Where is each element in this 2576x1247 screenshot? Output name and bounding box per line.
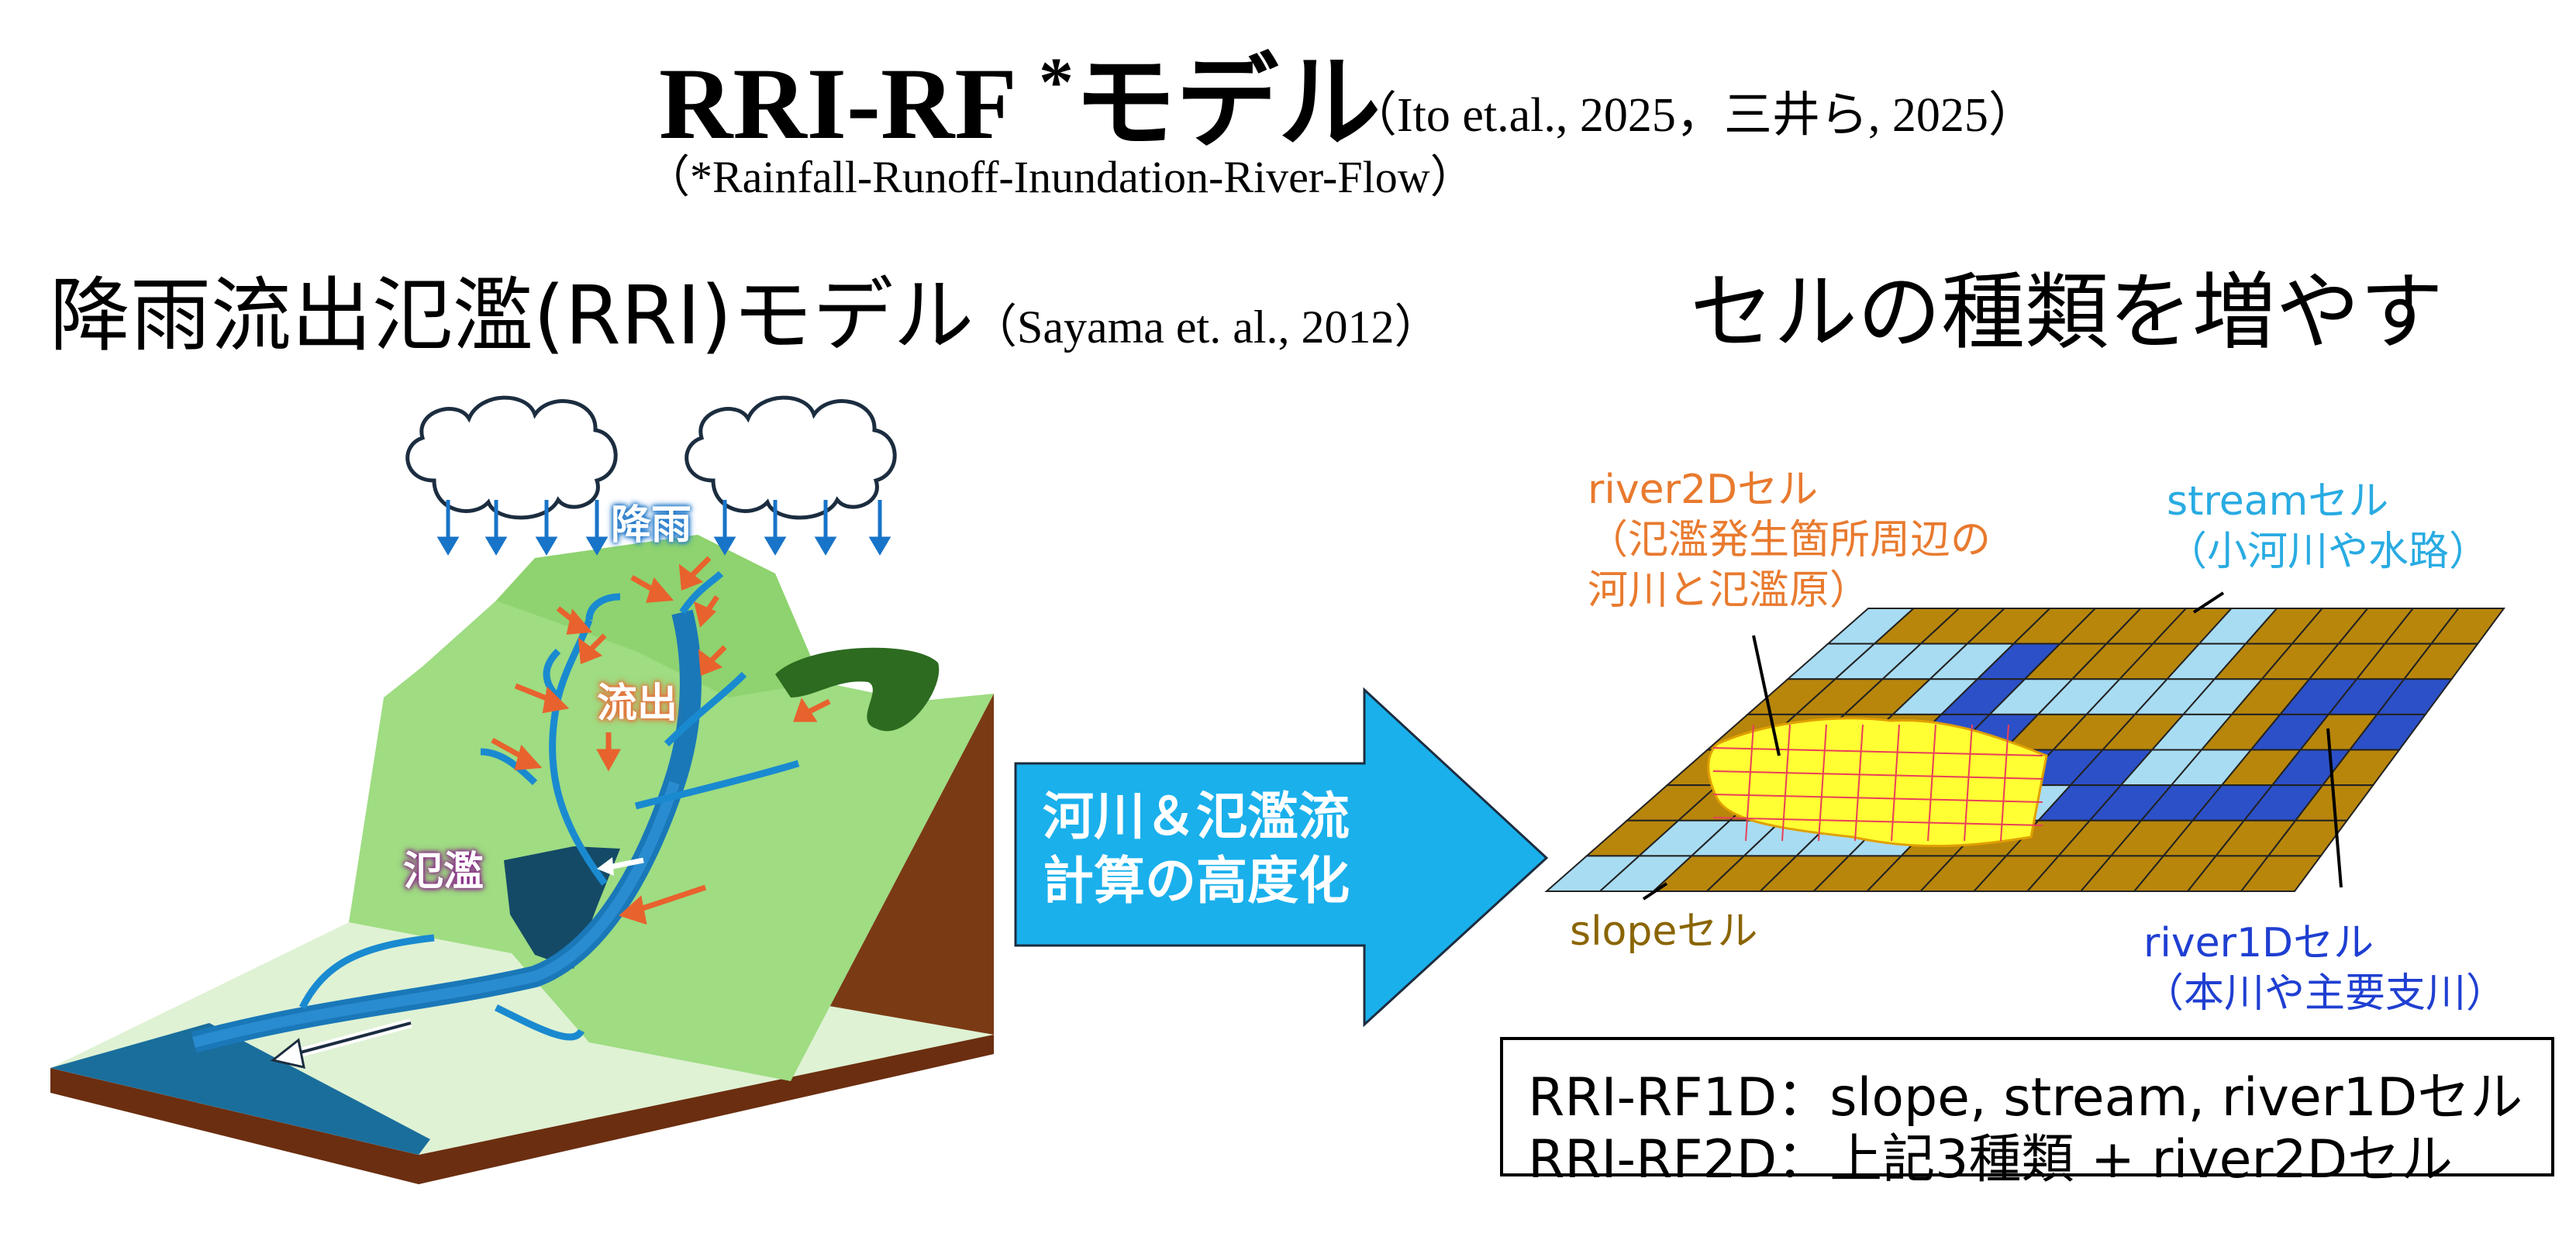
center-arrow-shape <box>1014 687 1549 1028</box>
pond <box>504 846 620 969</box>
river2d-mesh-line <box>1712 770 2043 780</box>
river1d-label-line2: （本川や主要支川） <box>2143 970 2507 1017</box>
rri-reference: （Sayama et. al., 2012） <box>971 301 1441 353</box>
cloud-icon <box>685 395 897 520</box>
stream-label: streamセル （小河川や水路） <box>2167 477 2489 577</box>
arrow-text-line2: 計算の高度化 <box>1043 850 1350 911</box>
label-inundation: 氾濫 <box>403 849 485 895</box>
center-arrow-text: 河川＆氾濫流 計算の高度化 <box>1043 785 1350 913</box>
stream-label-line1: streamセル <box>2167 478 2389 525</box>
tributaries <box>298 570 800 1041</box>
river1d-label-line1: river1Dセル <box>2143 920 2374 966</box>
river2d-label-line1: river2Dセル <box>1588 467 1819 513</box>
river1d-label: river1Dセル （本川や主要支川） <box>2143 918 2506 1019</box>
river2d-mesh-line <box>2000 724 2009 842</box>
runoff-arrow-icon <box>491 556 831 925</box>
cloud-icon <box>405 395 618 520</box>
sea-front-face <box>50 1068 419 1184</box>
slope-label: slopeセル <box>1570 908 1758 955</box>
river2d-mesh-line <box>1781 724 1791 842</box>
main-title: RRI-RF *モデル <box>659 48 1381 155</box>
arrow-text-line1: 河川＆氾濫流 <box>1043 787 1350 846</box>
river2d-mesh-line <box>1927 724 1936 842</box>
river2d-label-line2: （氾濫発生箇所周辺の <box>1588 517 1991 563</box>
label-rain: 降雨 <box>611 502 692 549</box>
legend-row-rri-rf1d: RRI-RF1D：slope, stream, river1Dセル <box>1528 1067 2523 1128</box>
cell-heading: セルの種類を増やす <box>1690 264 2444 361</box>
rain-arrow-icon <box>436 500 891 556</box>
upland-feature <box>775 647 940 732</box>
sea <box>50 1023 430 1155</box>
title-asterisk: * <box>1039 44 1074 121</box>
title-text: RRI-RF <box>659 47 1014 160</box>
river2d-label-line3: 河川と氾濫原） <box>1588 567 1871 614</box>
model-legend-box: RRI-RF1D：slope, stream, river1Dセル RRI-RF… <box>1500 1037 2554 1190</box>
soil-front-face <box>419 1035 994 1184</box>
label-runoff: 流出 <box>597 680 678 727</box>
flow-arrow-icon <box>270 857 644 1069</box>
title-suffix: モデル <box>1074 43 1381 163</box>
river2d-mesh-line <box>1818 724 1827 842</box>
river2d-mesh-line <box>1964 724 1973 842</box>
hill-ridge <box>496 535 822 698</box>
legend-row-rri-rf2d: RRI-RF2D：上記3種類 + river2Dセル <box>1528 1129 2454 1190</box>
river2d-mesh-line <box>1712 794 2043 803</box>
river2d-label: river2Dセル （氾濫発生箇所周辺の 河川と氾濫原） <box>1588 465 1991 616</box>
river2d-mesh-line <box>1745 724 1754 842</box>
river2d-mesh-line <box>1712 747 2043 756</box>
leader-lines <box>1642 591 2343 901</box>
cell-grid <box>1544 608 2505 892</box>
grid-cell <box>2240 855 2323 892</box>
river2d-mesh-line <box>1712 817 2043 826</box>
main-river-highlight <box>192 780 680 1048</box>
rri-heading: 降雨流出氾濫(RRI)モデル <box>50 268 974 363</box>
title-reference: （Ito et.al., 2025，三井ら, 2025） <box>1349 89 2036 142</box>
stream-label-line2: （小河川や水路） <box>2167 529 2490 575</box>
title-subtitle: （*Rainfall-Runoff-Inundation-River-Flow） <box>645 152 1475 202</box>
